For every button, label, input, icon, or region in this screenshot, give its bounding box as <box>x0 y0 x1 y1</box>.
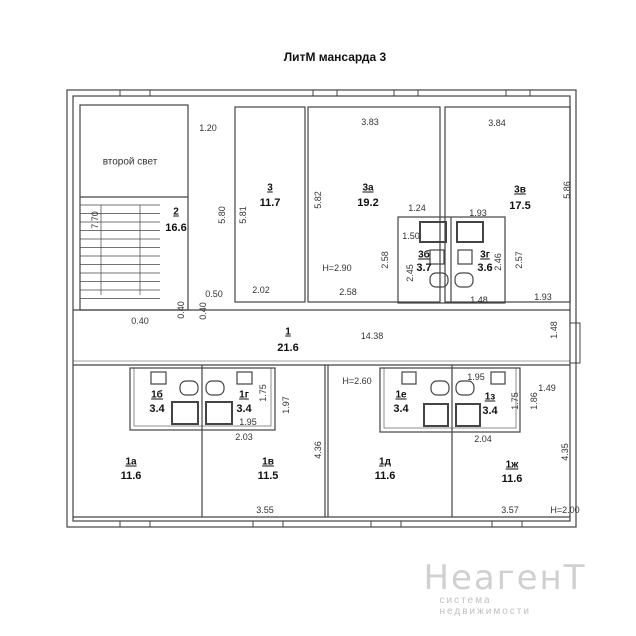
ceiling-height-label: H=2.90 <box>322 263 352 273</box>
room-area: 3.4 <box>393 403 409 415</box>
dimension-label: 1.24 <box>408 203 426 213</box>
room-area: 11.6 <box>501 473 523 485</box>
dimension-label: 3.57 <box>501 505 519 515</box>
room-area: 11.6 <box>120 470 142 482</box>
room-area: 3.4 <box>236 403 252 415</box>
dimension-label: 7.70 <box>90 211 100 229</box>
dimension-label: 1.50 <box>402 231 420 241</box>
dimension-label: 5.80 <box>217 206 227 224</box>
room-number: 1в <box>262 456 274 468</box>
dimension-label: 1.93 <box>534 292 552 302</box>
dimension-label: 0.50 <box>205 289 223 299</box>
dimension-label: 2.03 <box>235 432 253 442</box>
room-area: 3.4 <box>149 403 165 415</box>
room-area: 16.6 <box>165 222 187 234</box>
dimension-label: 0.40 <box>198 302 208 320</box>
room-area: 21.6 <box>277 342 299 354</box>
plan-title: ЛитМ мансарда 3 <box>283 50 387 64</box>
dimension-label: 1.48 <box>549 321 559 339</box>
dimension-label: 4.36 <box>313 441 323 459</box>
dimension-label: 3.83 <box>361 117 379 127</box>
room-area: 11.6 <box>374 470 396 482</box>
dimension-label: 1.49 <box>538 383 556 393</box>
room-number: 1д <box>379 456 391 468</box>
room-number: 1ж <box>505 459 519 471</box>
dimension-label: 1.95 <box>467 372 485 382</box>
dimension-label: 5.86 <box>562 181 572 199</box>
ceiling-height-label: H=2.00 <box>550 505 580 515</box>
second-light-label: второй свет <box>102 156 158 168</box>
dimension-label: 5.82 <box>313 191 323 209</box>
dimension-label: 2.46 <box>493 253 503 271</box>
room-number: 3в <box>514 184 526 196</box>
watermark-tagline: системa недвижимости <box>439 595 531 617</box>
room-number: 1а <box>125 456 137 468</box>
room-area: 3.6 <box>477 262 493 274</box>
dimension-label: 5.81 <box>238 206 248 224</box>
dimension-label: 2.02 <box>252 285 270 295</box>
dimension-label: 1.20 <box>199 123 217 133</box>
room-area: 17.5 <box>509 200 531 212</box>
dimension-label: 1.86 <box>529 392 539 410</box>
room-area: 11.5 <box>257 470 279 482</box>
room-area: 3.7 <box>416 262 432 274</box>
dimension-label: 4.35 <box>560 443 570 461</box>
room-area: 11.7 <box>259 197 281 209</box>
dimension-label: 3.55 <box>256 505 274 515</box>
dimension-label: 2.58 <box>339 287 357 297</box>
dimension-label: 2.57 <box>514 251 524 269</box>
room-number: 1г <box>239 389 249 401</box>
room-number: 2 <box>173 206 179 218</box>
dimension-label: 0.40 <box>131 316 149 326</box>
dimension-label: 1.93 <box>469 208 487 218</box>
room-number: 1б <box>151 389 163 401</box>
dimension-label: 2.04 <box>474 434 492 444</box>
dimension-label: 2.58 <box>380 251 390 269</box>
dimension-label: 1.95 <box>239 417 257 427</box>
room-number: 1з <box>484 391 496 403</box>
room-number: 1е <box>395 389 407 401</box>
room-number: 3б <box>418 249 430 261</box>
dimension-label: 14.38 <box>360 331 384 341</box>
room-number: 1 <box>285 326 291 338</box>
room-number: 3а <box>362 182 374 194</box>
ceiling-height-label: H=2.60 <box>342 376 372 386</box>
room-number: 3 <box>267 182 273 194</box>
dimension-label: 1.48 <box>470 295 488 305</box>
dimension-label: 1.75 <box>258 384 268 402</box>
room-area: 19.2 <box>357 197 379 209</box>
dimension-label: 3.84 <box>488 118 506 128</box>
room-area: 3.4 <box>482 405 498 417</box>
dimension-label: 0.40 <box>176 301 186 319</box>
dimension-label: 2.45 <box>405 264 415 282</box>
dimension-label: 1.97 <box>281 396 291 414</box>
dimension-label: 1.75 <box>510 392 520 410</box>
watermark-logo: НеагенТ <box>423 558 587 598</box>
room-number: 3г <box>480 249 490 261</box>
